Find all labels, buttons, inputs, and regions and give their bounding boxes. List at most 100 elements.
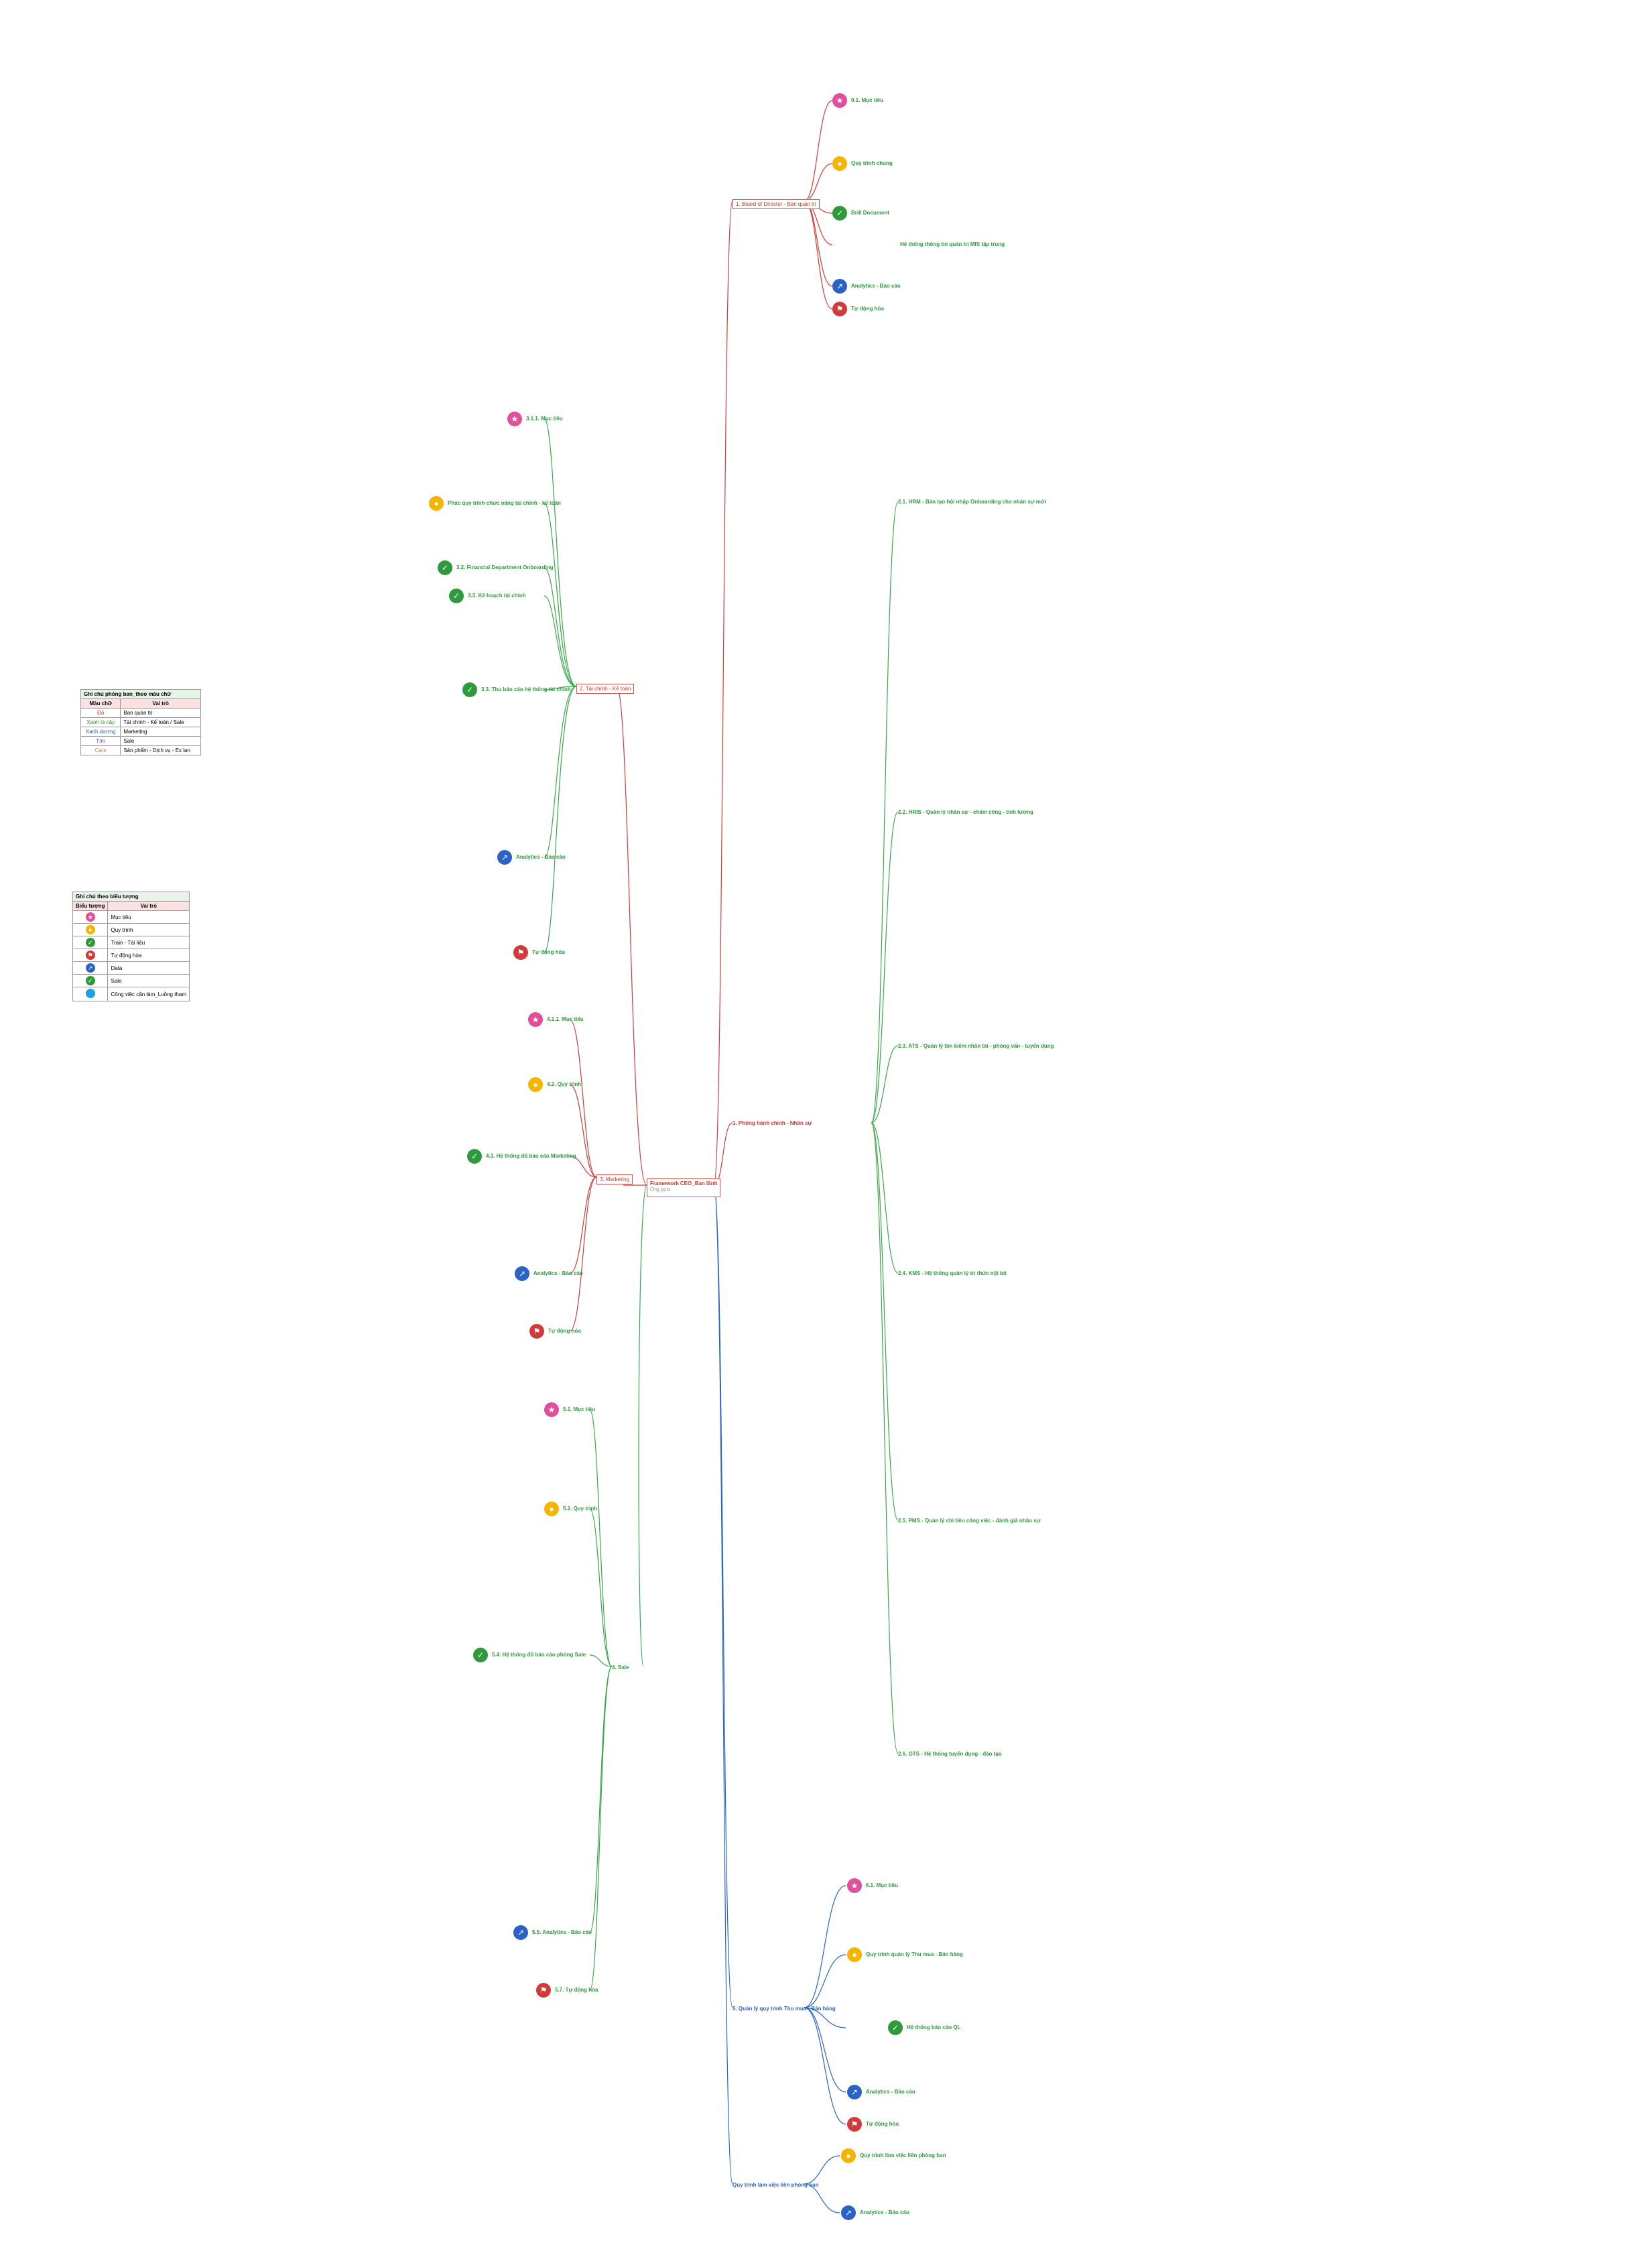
link-fin-6 bbox=[544, 686, 577, 953]
branch-purchase-sales[interactable]: 5. Quản lý quy trình Thu mua - Bán hàng bbox=[733, 2006, 836, 2012]
legend-icons-title: Ghi chú theo biểu tượng bbox=[72, 892, 190, 902]
root-node[interactable]: Framework CEO_Ban lãnh Org.pptx bbox=[647, 1178, 720, 1197]
check-icon: ✓ bbox=[467, 1149, 482, 1164]
flag-icon: ⚑ bbox=[85, 951, 95, 960]
marketing-goals[interactable]: 4.1.1. Mục tiêu bbox=[547, 1016, 584, 1022]
legend-role: Tài chính - Kế toán / Sale bbox=[120, 717, 201, 727]
link-sale-0 bbox=[589, 1409, 613, 1667]
check-icon: ✓ bbox=[888, 2020, 903, 2035]
marketing-analytics[interactable]: Analytics - Báo cáo bbox=[533, 1270, 583, 1276]
sale-process[interactable]: 5.2. Quy trình bbox=[563, 1506, 598, 1512]
marketing-automation[interactable]: Tự động hóa bbox=[548, 1328, 581, 1334]
legend-departments-head-color: Màu chữ bbox=[80, 698, 121, 709]
legend-role: Sale bbox=[120, 736, 201, 746]
link-mkt-1 bbox=[569, 1084, 597, 1178]
link-fin-1 bbox=[544, 503, 577, 687]
sale-reports[interactable]: 5.4. Hệ thống đổ báo cáo phòng Sale bbox=[492, 1652, 586, 1658]
chart-icon: ↗ bbox=[832, 279, 847, 294]
link-mkt-3 bbox=[569, 1176, 597, 1274]
board-analytics[interactable]: Analytics - Báo cáo bbox=[851, 283, 901, 289]
board-process[interactable]: Quy trình chung bbox=[851, 160, 893, 166]
legend-role: Marketing bbox=[120, 727, 201, 737]
link-hr-5 bbox=[871, 1122, 899, 1754]
sale-analytics[interactable]: 5.5. Analytics - Báo cáo bbox=[532, 1929, 592, 1935]
check-icon: ✓ bbox=[85, 976, 95, 985]
bulb-icon: ● bbox=[429, 496, 444, 511]
board-document[interactable]: Brill Document bbox=[851, 210, 889, 216]
branch-marketing[interactable]: 3. Marketing bbox=[596, 1174, 633, 1184]
legend-departments: Ghi chú phòng ban_theo màu chữ Màu chữ V… bbox=[80, 689, 201, 755]
branch-cross-department[interactable]: Quy trình làm việc liên phòng ban bbox=[733, 2182, 819, 2188]
board-automation[interactable]: Tự động hóa bbox=[851, 306, 884, 312]
legend-role: Tự động hóa bbox=[107, 949, 190, 962]
link-fin-4 bbox=[544, 686, 577, 690]
link-fin-3 bbox=[544, 595, 577, 687]
finance-plan[interactable]: 3.3. Kế hoạch tài chính bbox=[468, 593, 526, 599]
link-root-board bbox=[713, 200, 733, 1186]
branch-board[interactable]: 1. Board of Director - Ban quản trị bbox=[733, 199, 820, 209]
bulb-icon: ● bbox=[832, 156, 847, 171]
sale-automation[interactable]: 5.7. Tự động hóa bbox=[555, 1987, 598, 1993]
hr-onboarding[interactable]: 2.1. HRM - Bản tạo hội nhập Onboarding c… bbox=[898, 499, 1046, 505]
legend-color-red: Đỏ bbox=[80, 708, 121, 718]
branch-sale[interactable]: 4. Sale bbox=[612, 1664, 629, 1670]
board-goals[interactable]: 0.1. Mục tiêu bbox=[851, 97, 884, 103]
legend-role: Công việc cần làm_Luồng tham bbox=[107, 987, 190, 1001]
link-pur-0 bbox=[804, 1885, 846, 2008]
purchase-reports[interactable]: Hệ thống báo cáo QL bbox=[907, 2024, 961, 2030]
finance-reports[interactable]: 3.3. Thu báo cáo hệ thống tài chính bbox=[481, 686, 571, 692]
link-sale-1 bbox=[589, 1508, 613, 1667]
finance-onboarding[interactable]: 3.2. Financial Department Onboarding bbox=[456, 564, 554, 570]
finance-analytics[interactable]: Analytics - Báo cáo bbox=[516, 854, 566, 860]
sale-goals[interactable]: 5.1. Mục tiêu bbox=[563, 1406, 596, 1412]
cross-process[interactable]: Quy trình làm việc liên phòng ban bbox=[860, 2152, 946, 2158]
hr-hris[interactable]: 2.2. HRIS - Quản lý nhân sự - chấm công … bbox=[898, 809, 1033, 815]
hr-kms[interactable]: 2.4. KMS - Hệ thống quản lý tri thức nội… bbox=[898, 1270, 1007, 1276]
legend-icons-head-role: Vai trò bbox=[107, 901, 190, 911]
star-icon: ★ bbox=[832, 93, 847, 108]
link-hr-2 bbox=[871, 1045, 899, 1123]
bulb-icon: ● bbox=[847, 1947, 862, 1962]
legend-role: Ban quản trị bbox=[120, 708, 201, 718]
root-subtitle: Org.pptx bbox=[650, 1186, 671, 1193]
bulb-icon: ● bbox=[544, 1502, 559, 1516]
star-icon: ★ bbox=[85, 912, 95, 922]
link-hr-4 bbox=[871, 1122, 899, 1521]
legend-icons: Ghi chú theo biểu tượng Biểu tượng Vai t… bbox=[72, 892, 190, 1001]
finance-goals[interactable]: 3.1.1. Mục tiêu bbox=[526, 416, 563, 422]
hr-pms[interactable]: 2.5. PMS - Quản lý chỉ tiêu công việc - … bbox=[898, 1518, 1041, 1524]
star-icon: ★ bbox=[507, 412, 522, 426]
link-board-1 bbox=[804, 163, 833, 202]
purchase-analytics[interactable]: Analytics - Báo cáo bbox=[866, 2089, 915, 2095]
bulb-icon: ● bbox=[85, 925, 95, 934]
check-icon: ✓ bbox=[473, 1648, 488, 1662]
link-pur-3 bbox=[804, 2007, 846, 2093]
link-fin-5 bbox=[544, 686, 577, 858]
branch-finance[interactable]: 2. Tài chính - Kế toán bbox=[576, 684, 635, 694]
link-sale-2 bbox=[589, 1654, 613, 1667]
flag-icon: ⚑ bbox=[536, 1983, 551, 1998]
finance-automation[interactable]: Tự động hóa bbox=[532, 949, 565, 955]
chart-icon: ↗ bbox=[85, 963, 95, 973]
purchase-goals[interactable]: 6.1. Mục tiêu bbox=[866, 1882, 899, 1888]
purchase-process[interactable]: Quy trình quản lý Thu mua - Bán hàng bbox=[866, 1951, 963, 1957]
marketing-process[interactable]: 4.2. Quy trình bbox=[547, 1081, 582, 1087]
hr-ats[interactable]: 2.3. ATS - Quản lý tìm kiếm nhân tài - p… bbox=[898, 1043, 1054, 1049]
board-mis[interactable]: Hệ thống thông tin quản trị MIS tập trun… bbox=[900, 241, 1005, 247]
link-board-0 bbox=[804, 100, 833, 202]
finance-process[interactable]: Phác quy trình chức năng tài chính - kế … bbox=[448, 500, 561, 506]
root-title: Framework CEO_Ban lãnh bbox=[650, 1180, 718, 1186]
link-fin-2 bbox=[544, 567, 577, 687]
link-hr-1 bbox=[871, 811, 899, 1123]
branch-hr[interactable]: 1. Phòng hành chính - Nhân sự bbox=[733, 1120, 812, 1126]
bulb-icon: ● bbox=[528, 1077, 543, 1092]
legend-role: Sale bbox=[107, 974, 190, 987]
cross-analytics[interactable]: Analytics - Báo cáo bbox=[860, 2209, 909, 2215]
purchase-automation[interactable]: Tự động hóa bbox=[866, 2121, 899, 2127]
star-icon: ★ bbox=[847, 1878, 862, 1893]
link-board-5 bbox=[804, 200, 833, 310]
hr-ots[interactable]: 2.6. OTS - Hệ thống tuyển dụng - đào tạo bbox=[898, 1751, 1002, 1757]
legend-color-green: Xanh lá cây bbox=[80, 717, 121, 727]
marketing-reports[interactable]: 4.3. Hệ thống đổ báo cáo Marketing bbox=[486, 1153, 576, 1159]
